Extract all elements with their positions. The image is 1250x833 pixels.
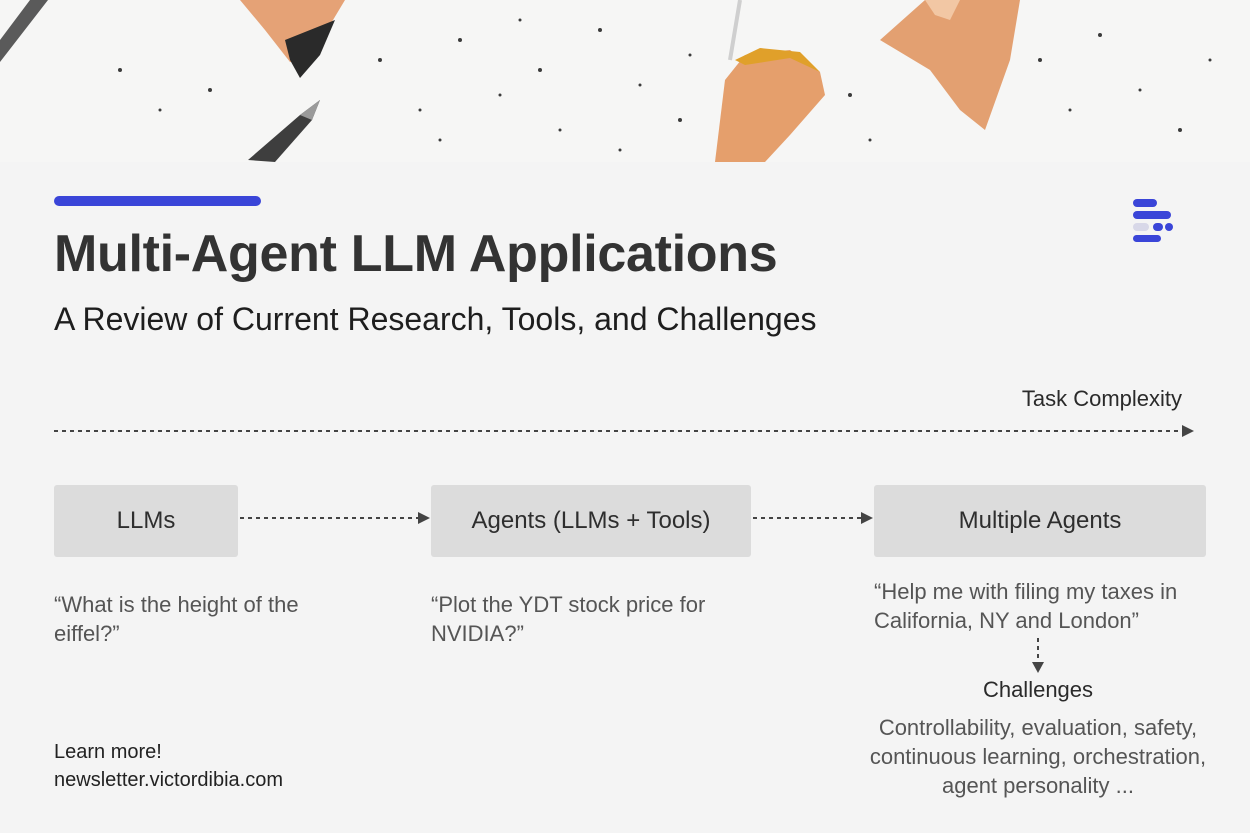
stage-box-llms: LLMs [54,485,238,557]
arrow-right-icon [861,512,873,524]
arrow-right-icon [418,512,430,524]
stage-box-agents: Agents (LLMs + Tools) [431,485,751,557]
stage-box-multiple-agents: Multiple Agents [874,485,1206,557]
example-multiple-agents: “Help me with filing my taxes in Califor… [874,579,1178,633]
arrow-right-icon [1182,425,1194,437]
pencil-shavings-image [0,0,1250,162]
example-agents: “Plot the YDT stock price for NVIDIA?” [431,592,706,646]
arrow-down-icon [1032,638,1044,673]
connector-arrow-2 [753,512,873,524]
example-llms: “What is the height of the eiffel?” [54,592,299,646]
learn-more-label: Learn more! [54,741,162,763]
learn-more-block: Learn more! newsletter.victordibia.com [54,738,283,794]
hero-image [0,0,1250,162]
connector-arrow-1 [240,512,430,524]
page-title: Multi-Agent LLM Applications [54,225,778,283]
newsletter-url[interactable]: newsletter.victordibia.com [54,769,283,791]
accent-bar [54,196,261,206]
axis-label: Task Complexity [1021,386,1182,411]
complexity-axis-arrow [54,425,1194,437]
challenges-text: Controllability, evaluation, safety, con… [869,715,1207,798]
newsletter-logo-icon [1133,199,1173,242]
page-subtitle: A Review of Current Research, Tools, and… [54,301,817,337]
challenges-title: Challenges [982,677,1094,702]
